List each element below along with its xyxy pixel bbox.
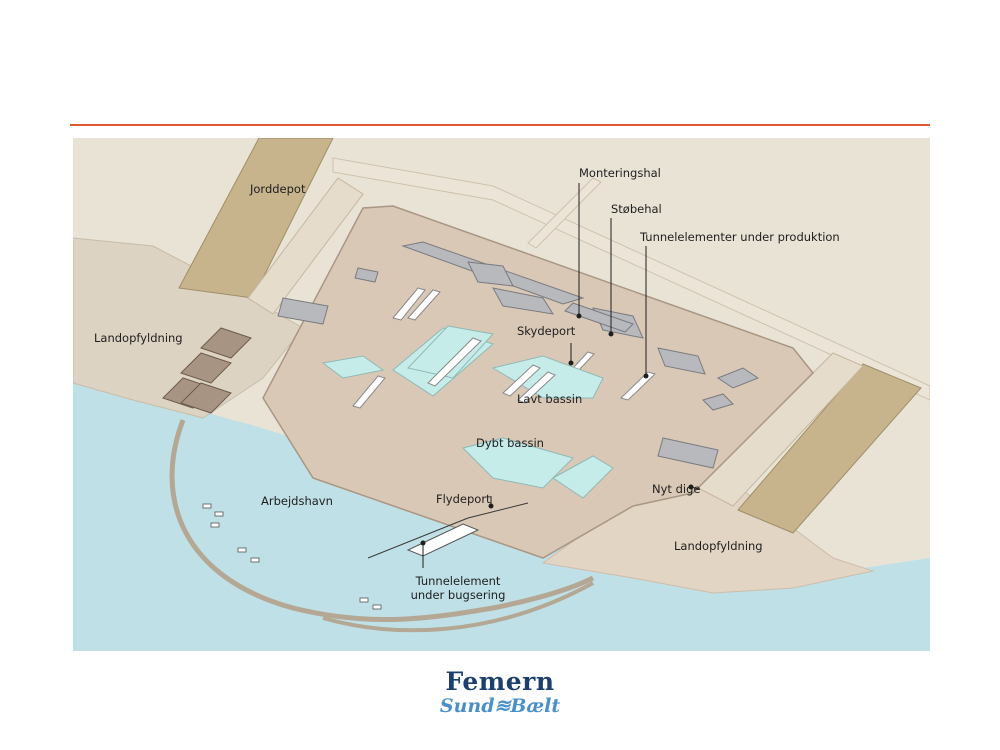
left-basin: [321, 355, 385, 379]
tow-line-left: [367, 517, 469, 559]
tow-line-right: [467, 502, 529, 519]
label-tunnelelement-line1: Tunnelelement: [415, 574, 501, 588]
pointer-dots: [420, 313, 694, 546]
logo-line1: Femern: [445, 667, 555, 696]
label-lavt-bassin: Lavt bassin: [517, 392, 583, 406]
jorddepot-area: [178, 138, 334, 299]
femern-logo: Femern Sund≋Bælt: [400, 668, 600, 720]
label-nyt-dige: Nyt dige: [652, 482, 701, 496]
label-dybt-bassin: Dybt bassin: [476, 436, 544, 450]
boats: [202, 503, 382, 610]
label-arbejdshavn: Arbejdshavn: [261, 494, 333, 508]
towed-element: [406, 523, 480, 557]
dybt-bassin-area: [462, 437, 574, 489]
label-tunnelelement-line2: under bugsering: [410, 588, 506, 602]
elements-in-basins: [352, 337, 556, 409]
landfill-pits: [162, 327, 252, 414]
label-landopfyldning-left: Landopfyldning: [94, 331, 183, 345]
label-stobehal: Støbehal: [611, 202, 662, 216]
breakwater-inner: [322, 581, 594, 633]
label-monteringshal: Monteringshal: [579, 166, 661, 180]
label-flydeport: Flydeport: [436, 492, 491, 506]
casting-halls: [277, 241, 760, 469]
road-strip: [247, 177, 364, 315]
landfill-left: [73, 237, 304, 419]
label-skydeport: Skydeport: [517, 324, 576, 338]
label-landopfyldning-right: Landopfyldning: [674, 539, 763, 553]
breakwater-arc: [169, 419, 595, 623]
right-depot: [737, 363, 922, 534]
site-plan-illustration: Jorddepot Monteringshal Støbehal Tunnele…: [73, 138, 930, 651]
tunnel-elements: [392, 287, 656, 401]
header-rule: [70, 124, 930, 126]
label-tunnelelement-bugsering: Tunnelelement under bugsering: [403, 574, 513, 602]
logo-line2: Sund≋Bælt: [439, 695, 561, 717]
label-jorddepot: Jorddepot: [250, 182, 306, 196]
top-road: [332, 157, 930, 401]
label-tunnelelementer-produktion: Tunnelelementer under produktion: [640, 230, 840, 244]
site-plan-drawing: [73, 138, 930, 651]
right-basin-lower: [552, 455, 614, 499]
road-diagonal: [527, 177, 602, 249]
pointer-lines: [422, 183, 700, 568]
